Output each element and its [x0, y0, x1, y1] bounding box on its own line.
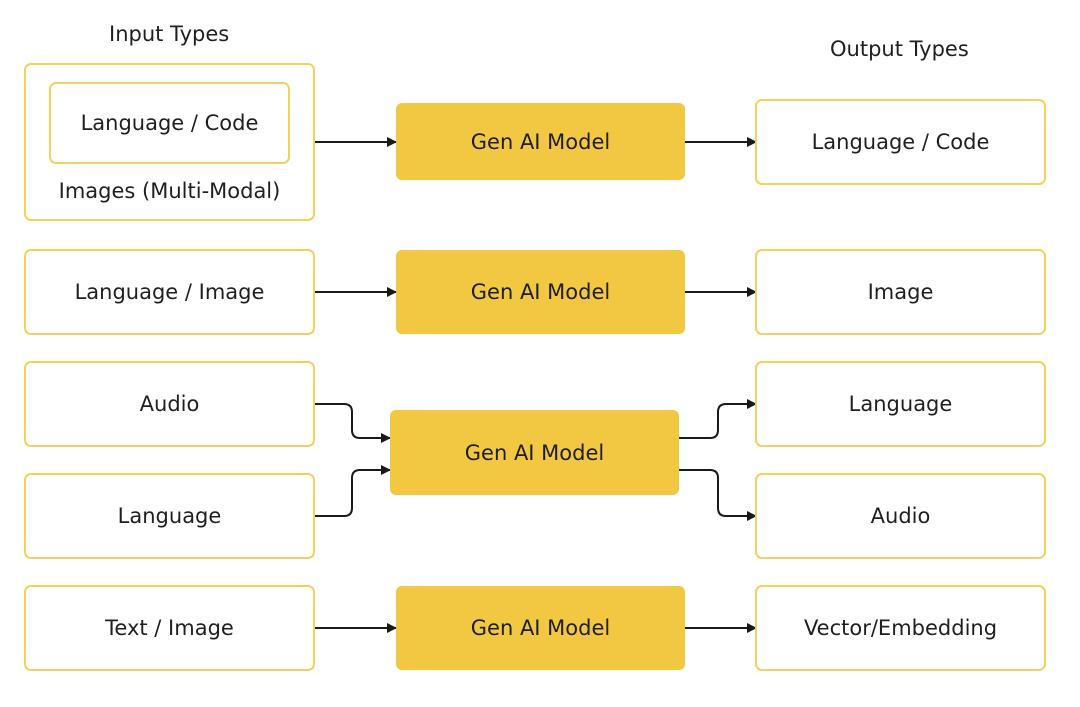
- arrow-row3-output-language: [679, 399, 757, 439]
- input-box-language-image: Language / Image: [24, 249, 315, 335]
- input-box-text-image: Text / Image: [24, 585, 315, 671]
- arrow-row3-output-audio: [679, 469, 757, 521]
- gen-ai-model-row1: Gen AI Model: [396, 103, 685, 180]
- output-box-audio: Audio: [755, 473, 1046, 559]
- gen-ai-model-row2: Gen AI Model: [396, 250, 685, 334]
- input-types-heading: Input Types: [109, 22, 230, 46]
- arrow-row3-input-language: [314, 465, 391, 517]
- input-box-language-code: Language / Code: [49, 82, 290, 164]
- arrow-row3-input-audio: [314, 403, 391, 443]
- output-box-image: Image: [755, 249, 1046, 335]
- output-types-heading: Output Types: [830, 37, 969, 61]
- output-box-language: Language: [755, 361, 1046, 447]
- gen-ai-model-row3: Gen AI Model: [390, 410, 679, 495]
- output-box-language-code: Language / Code: [755, 99, 1046, 185]
- output-box-vector-embedding: Vector/Embedding: [755, 585, 1046, 671]
- gen-ai-model-row4: Gen AI Model: [396, 586, 685, 670]
- input-box-language: Language: [24, 473, 315, 559]
- input-caption-images: Images (Multi-Modal): [58, 179, 281, 203]
- input-box-audio: Audio: [24, 361, 315, 447]
